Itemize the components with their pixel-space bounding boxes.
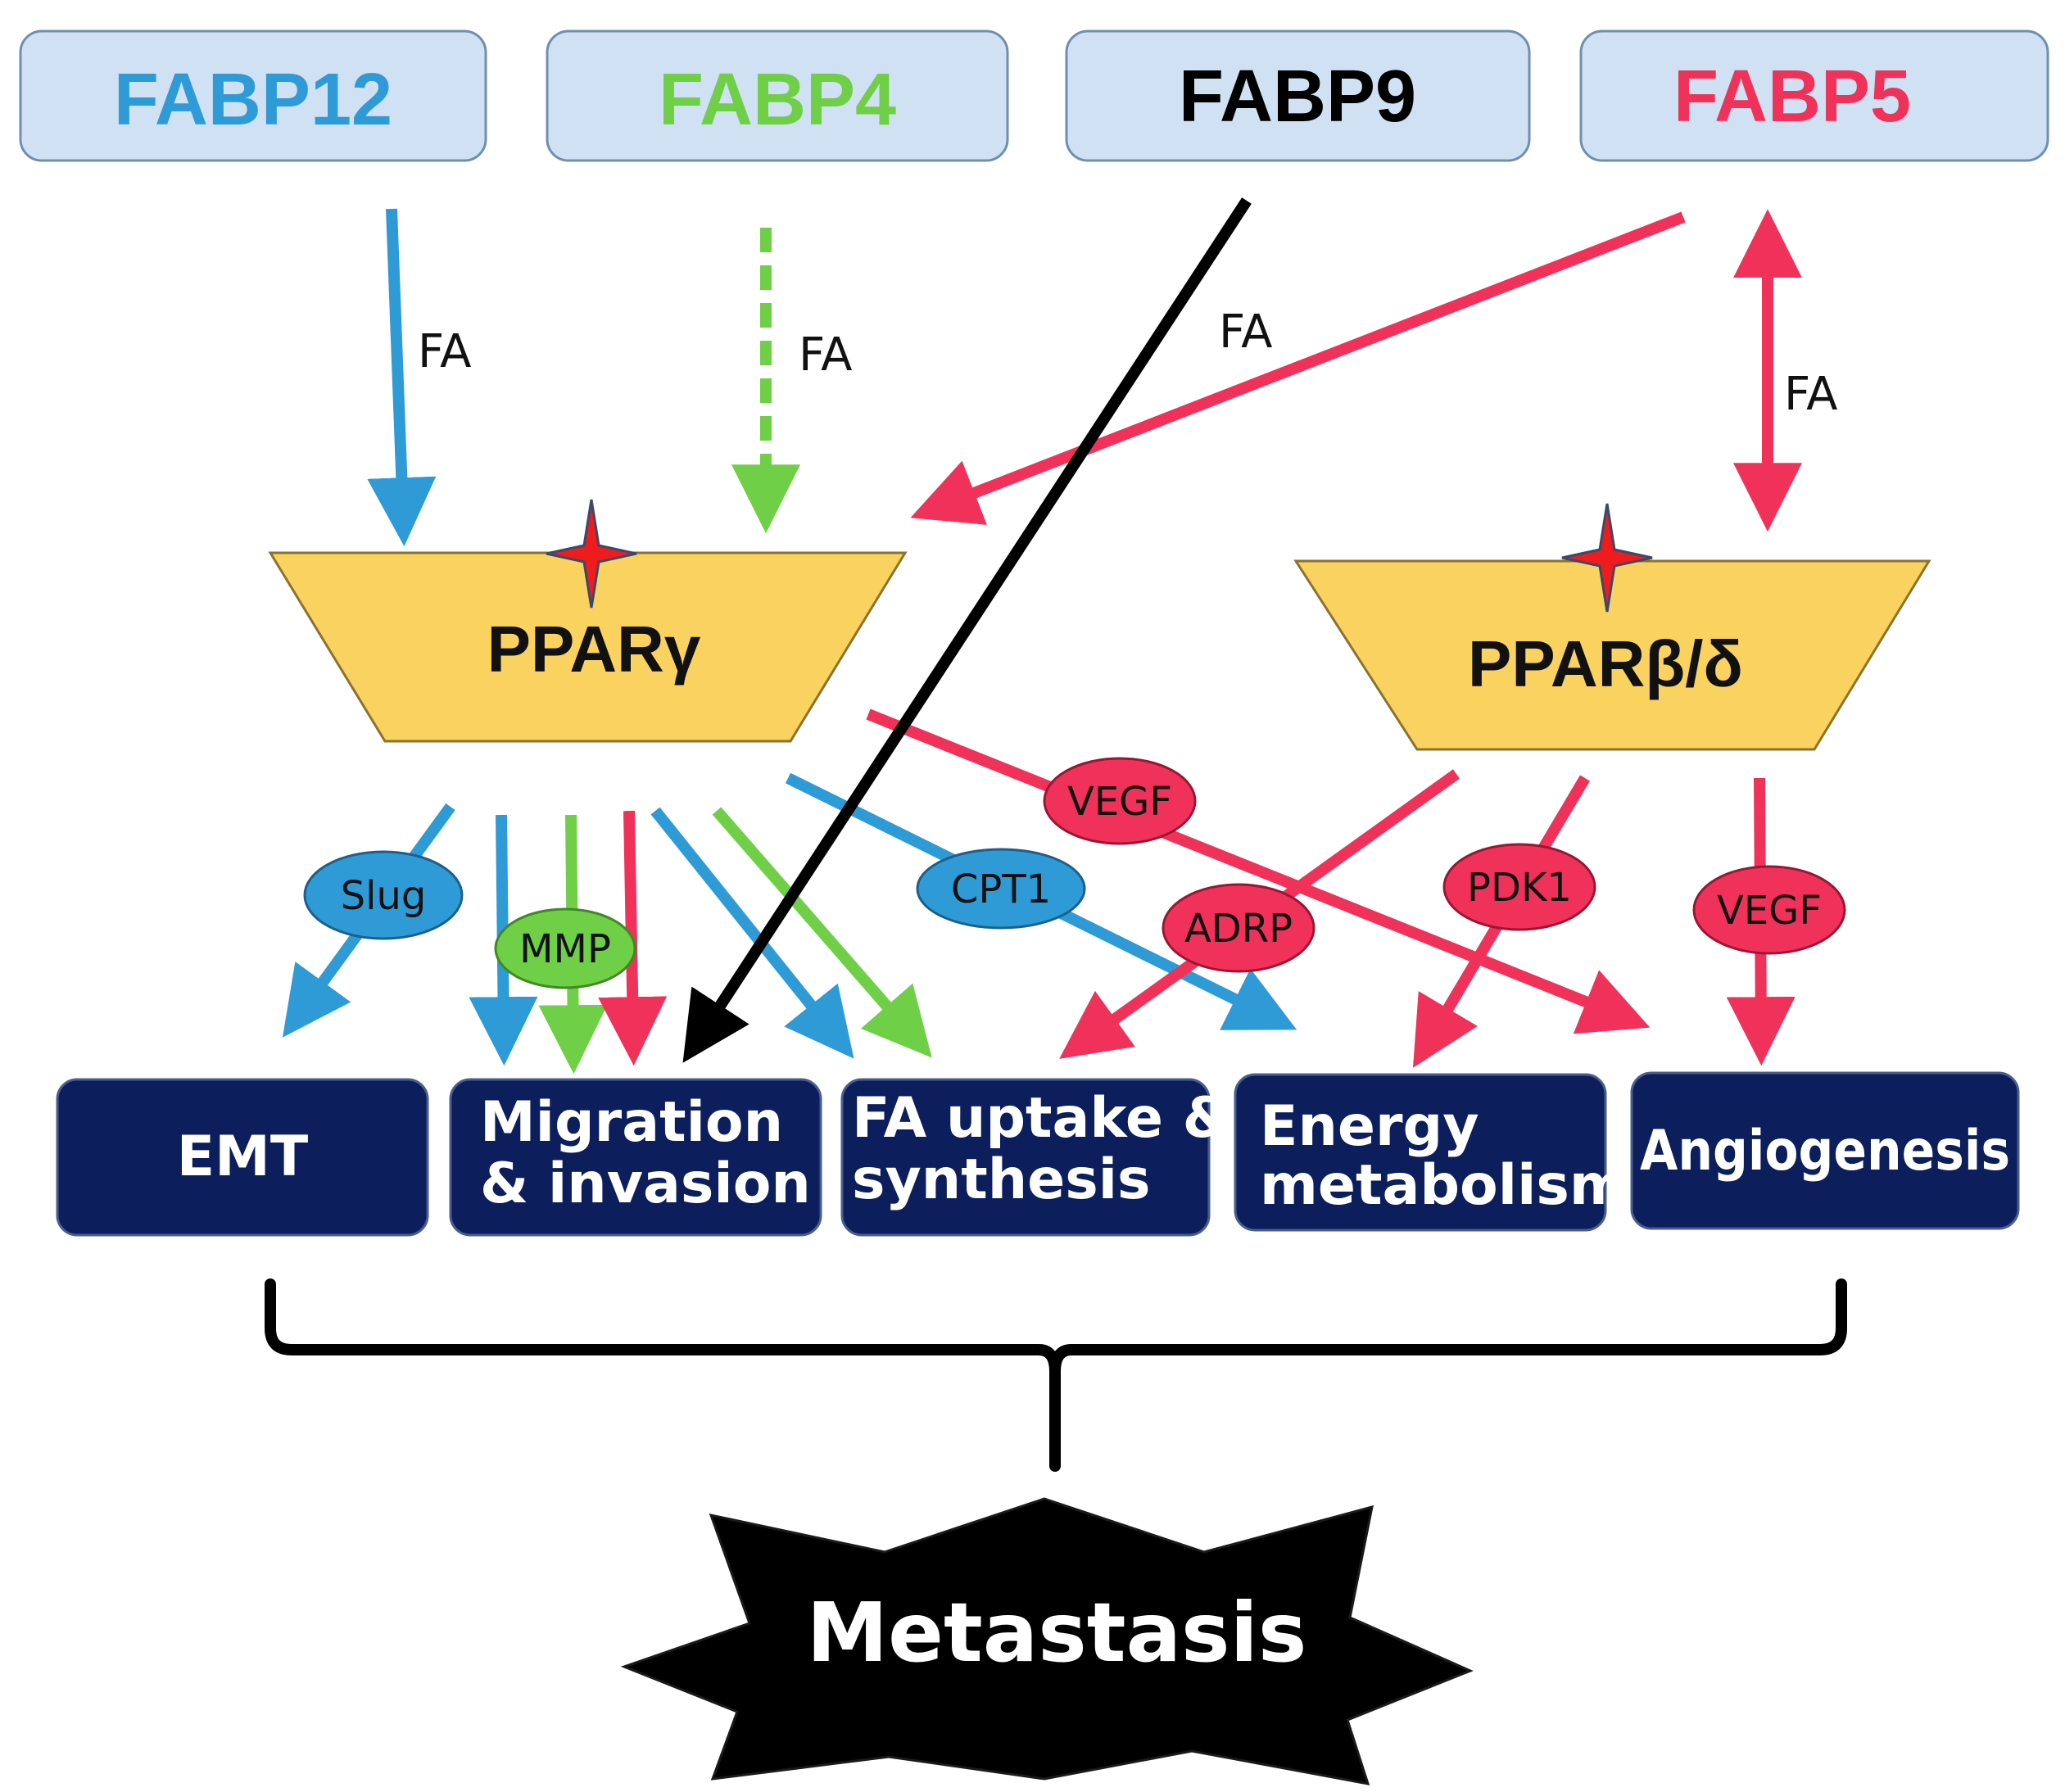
ppargamma-fa-uptake-green-arrow <box>712 807 932 1058</box>
ppargamma-migration-blue-arrow <box>469 814 538 1066</box>
outcome-angiogenesis: Angiogenesis <box>1630 1071 2020 1230</box>
fabp5-label: FABP5 <box>1673 56 1911 138</box>
mediator-vegf: VEGF <box>1692 865 1846 955</box>
fabp4-box: FABP4 <box>546 29 1009 162</box>
svg-text:& invasion: & invasion <box>480 1152 811 1216</box>
bracket <box>265 1278 1847 1472</box>
fa-label-fabp5: FA <box>1784 368 1837 421</box>
mediator-pdk1: PDK1 <box>1442 843 1596 931</box>
fabp4-label: FABP4 <box>659 59 896 141</box>
svg-text:EMT: EMT <box>177 1125 309 1189</box>
ppar-beta-delta-receptor: PPARβ/δ <box>1293 503 1931 751</box>
ppar-gamma-label: PPARγ <box>487 613 701 686</box>
fabp9-box: FABP9 <box>1065 29 1531 162</box>
ppargamma-fa-uptake-blue-arrow <box>650 807 854 1059</box>
ppar-gamma-receptor: PPARγ <box>268 499 908 743</box>
metastasis-burst: Metastasis <box>620 1497 1474 1785</box>
mediator-mmp: MMP <box>494 907 636 989</box>
svg-text:VEGF: VEGF <box>1067 779 1172 825</box>
mediator-cpt1: CPT1 <box>916 848 1086 930</box>
svg-text:synthesis: synthesis <box>852 1147 1151 1212</box>
svg-text:metabolism: metabolism <box>1260 1153 1628 1218</box>
outcome-emt: EMT <box>56 1078 429 1237</box>
outcome-migration-invasion: Migration & invasion <box>449 1078 822 1237</box>
mediator-adrp: ADRP <box>1162 883 1316 973</box>
red-four-point-star-icon <box>1561 503 1653 613</box>
svg-text:Angiogenesis: Angiogenesis <box>1640 1119 2010 1183</box>
svg-text:PDK1: PDK1 <box>1467 865 1572 911</box>
fabp5-box: FABP5 <box>1579 29 2049 162</box>
ppargamma-migration-red-arrow <box>598 810 668 1066</box>
fabp9-migration-arrow <box>682 197 1252 1063</box>
svg-text:Migration: Migration <box>480 1090 783 1155</box>
outcome-fa-uptake-synthesis: FA uptake & synthesis <box>840 1078 1231 1237</box>
fabp9-label: FABP9 <box>1179 56 1416 138</box>
fa-label-fabp4: FA <box>799 328 852 382</box>
svg-text:Slug: Slug <box>341 873 427 919</box>
fa-label-fabp12: FA <box>418 325 471 378</box>
red-four-point-star-icon <box>546 499 637 609</box>
svg-text:Energy: Energy <box>1260 1094 1479 1159</box>
svg-text:MMP: MMP <box>519 926 611 972</box>
mediator-slug: Slug <box>303 850 464 940</box>
fabp5-to-ppargamma-arrow <box>910 211 1686 525</box>
fabp12-box: FABP12 <box>19 29 487 162</box>
outcome-energy-metabolism: Energy metabolism <box>1234 1073 1628 1232</box>
metastasis-label: Metastasis <box>807 1585 1307 1681</box>
fabp12-fa-arrow <box>367 208 437 547</box>
svg-text:FA uptake &: FA uptake & <box>852 1086 1231 1151</box>
fabp12-label: FABP12 <box>114 59 392 141</box>
ppar-beta-delta-label: PPARβ/δ <box>1468 627 1743 700</box>
fa-label-fabp9: FA <box>1219 305 1272 359</box>
svg-text:ADRP: ADRP <box>1184 906 1293 952</box>
svg-text:VEGF: VEGF <box>1717 888 1822 934</box>
svg-text:CPT1: CPT1 <box>951 867 1051 912</box>
vegf-angiogenesis-cross-arrow <box>866 708 1651 1034</box>
mediator-vegf-cross: VEGF <box>1043 757 1197 845</box>
